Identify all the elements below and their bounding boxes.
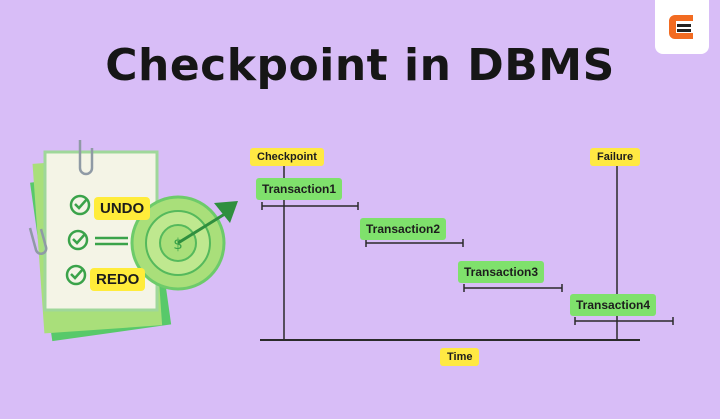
- failure-label: Failure: [590, 148, 641, 166]
- transaction-label-2: Transaction2: [360, 218, 447, 240]
- transaction-bar-4: [574, 317, 674, 325]
- check-icon: [65, 194, 91, 286]
- transaction-label-3: Transaction3: [458, 261, 545, 283]
- page-title: Checkpoint in DBMS: [105, 40, 615, 91]
- transaction-label-4: Transaction4: [570, 294, 657, 316]
- brand-logo: [655, 0, 709, 54]
- checkpoint-label: Checkpoint: [250, 148, 324, 166]
- transaction-bar-1: [261, 202, 359, 210]
- time-label: Time: [440, 348, 480, 366]
- target-icon: $: [130, 195, 238, 291]
- transaction-label-1: Transaction1: [256, 178, 343, 200]
- undo-label: UNDO: [94, 197, 151, 220]
- transaction-bar-2: [365, 239, 464, 247]
- svg-text:$: $: [173, 235, 183, 253]
- redo-label: REDO: [90, 268, 146, 291]
- brand-logo-icon: [669, 15, 693, 39]
- transaction-bar-3: [463, 284, 563, 292]
